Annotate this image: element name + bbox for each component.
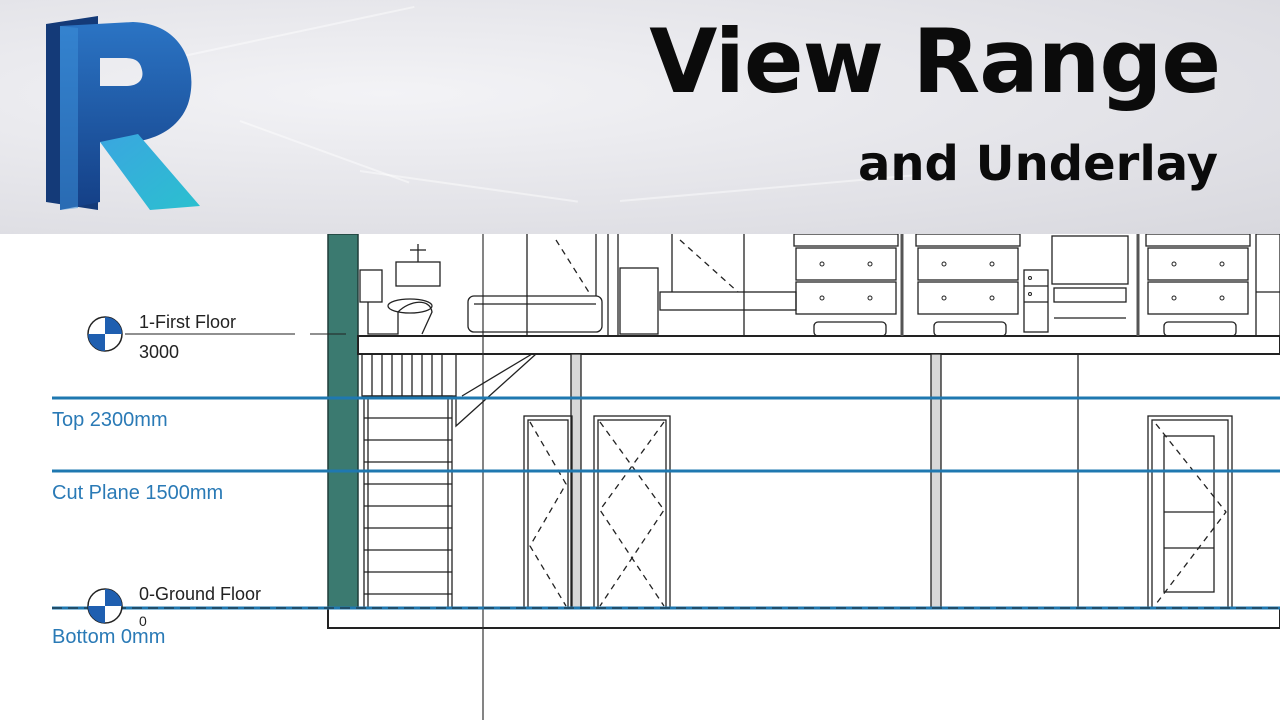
level-elevation-ground-floor: 0	[139, 613, 147, 629]
level-name-first-floor: 1-First Floor	[139, 312, 236, 332]
page-title: View Range	[649, 10, 1221, 113]
ground-floor-elements	[523, 353, 1233, 609]
level-elevation-first-floor: 3000	[139, 342, 179, 362]
exterior-wall	[327, 234, 359, 609]
upper-floor-furniture	[359, 234, 1280, 337]
view-range-label-bottom: Bottom 0mm	[52, 626, 165, 648]
ground-slab	[327, 607, 1280, 629]
door	[523, 415, 573, 609]
view-range-lines	[52, 396, 1280, 610]
door	[593, 415, 671, 609]
building-section	[327, 234, 1280, 720]
view-range-label-cut-plane: Cut Plane 1500mm	[52, 482, 223, 504]
section-drawing: 1-First Floor 3000 0-Ground Floor 0 Top …	[52, 234, 1280, 720]
view-range-label-top: Top 2300mm	[52, 409, 168, 431]
cabinet-knobs	[819, 261, 1225, 301]
first-floor-slab	[357, 335, 1280, 355]
revit-logo-icon	[46, 16, 200, 210]
level-head-icon	[87, 316, 123, 352]
level-head-icon	[87, 588, 123, 624]
thumbnail-header: View Range and Underlay	[0, 0, 1280, 234]
staircase	[361, 353, 537, 609]
level-name-ground-floor: 0-Ground Floor	[139, 584, 261, 604]
page-subtitle: and Underlay	[857, 136, 1218, 192]
